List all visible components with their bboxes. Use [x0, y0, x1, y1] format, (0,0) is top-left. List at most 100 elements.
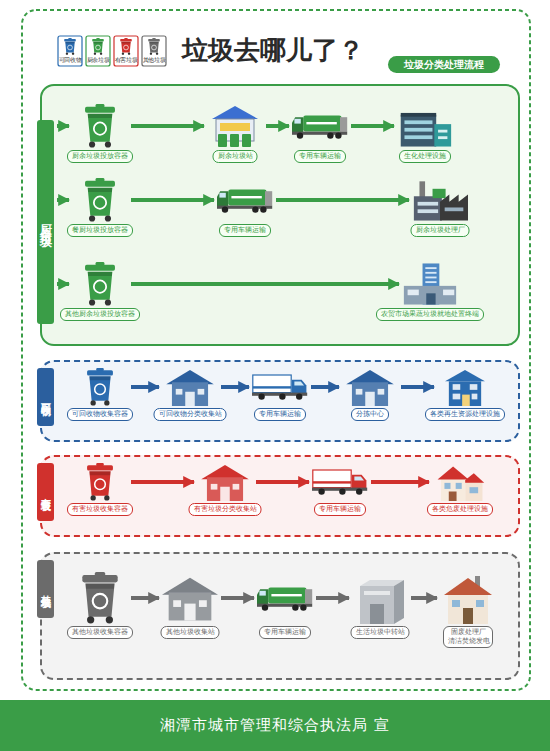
process-step: 有害垃圾分类收集站 [197, 463, 253, 517]
diagram-title: 垃圾去哪儿了？ [182, 33, 364, 68]
step-caption: 有害垃圾收集容器 [67, 503, 133, 516]
step-caption: 分拣中心 [351, 408, 389, 421]
category-badge [142, 36, 166, 66]
process-step: 有害垃圾收集容器 [72, 463, 128, 517]
waste-bin [85, 104, 115, 148]
flow-arrow [401, 385, 434, 389]
process-step: 专用车辆运输 [312, 463, 368, 517]
flow-arrow [131, 198, 214, 202]
step-caption: 可回收物分类收集站 [154, 408, 227, 421]
flow-arrow [256, 480, 309, 484]
step-caption: 厨余垃圾站 [213, 150, 258, 163]
section-tab: 有害垃圾 [37, 463, 54, 521]
process-step: 各类危废处理设施 [432, 463, 488, 517]
process-step: 各类再生资源处理设施 [437, 368, 493, 422]
recycling-facility [445, 370, 485, 406]
flow-arrow [131, 596, 159, 600]
step-caption: 各类危废处理设施 [427, 503, 493, 516]
waste-bin [85, 178, 115, 222]
step-caption: 餐厨垃圾投放容器 [67, 224, 133, 237]
process-step: 其他垃圾收集容器 [72, 572, 128, 640]
step-caption: 专用车辆运输 [259, 626, 311, 639]
flow-arrow [57, 282, 69, 286]
category-bin [148, 38, 160, 55]
step-caption: 专用车辆运输 [294, 150, 346, 163]
step-caption: 厨余垃圾处理厂 [411, 224, 470, 237]
process-step: 厨余垃圾处理厂 [412, 178, 468, 238]
category-bin [120, 38, 132, 55]
step-caption: 其他垃圾收集容器 [67, 626, 133, 639]
step-caption: 可回收物收集容器 [67, 408, 133, 421]
process-step: 其他垃圾收集站 [162, 572, 218, 640]
step-caption: 固废处理厂 清洁焚烧发电 [443, 626, 493, 648]
process-step: 其他厨余垃圾投放容器 [72, 262, 128, 322]
flow-arrow [266, 124, 289, 128]
step-caption: 农贸市场果蔬垃圾就地处置终端 [376, 308, 484, 321]
step-caption: 专用车辆运输 [254, 408, 306, 421]
garbage-truck [292, 116, 347, 139]
edge-group [57, 126, 437, 598]
box-truck [312, 470, 367, 495]
process-step: 专用车辆运输 [257, 572, 313, 640]
category-badge [58, 36, 82, 66]
step-caption: 专用车辆运输 [314, 503, 366, 516]
market-terminal [404, 263, 456, 304]
step-caption: 生活垃圾中转站 [351, 626, 410, 639]
outer-frame [22, 10, 530, 690]
process-step: 可回收物分类收集站 [162, 368, 218, 422]
footer-text: 湘潭市城市管理和综合执法局 宣 [160, 716, 390, 735]
section-tab: 厨余垃圾 [37, 120, 54, 324]
waste-bin [87, 463, 113, 501]
process-step: 餐厨垃圾投放容器 [72, 178, 128, 238]
transfer-station [360, 580, 404, 624]
step-caption: 有害垃圾分类收集站 [189, 503, 262, 516]
process-step: 专用车辆运输 [252, 368, 308, 422]
flow-arrow [276, 198, 409, 202]
process-step: 厨余垃圾站 [207, 104, 263, 164]
flow-arrow [411, 596, 437, 600]
flow-arrow [221, 596, 254, 600]
step-caption: 其他垃圾收集站 [161, 626, 220, 639]
category-panel: 可回收物可回收物收集容器可回收物分类收集站专用车辆运输分拣中心各类再生资源处理设… [40, 360, 520, 442]
flow-arrow [131, 124, 204, 128]
process-step: 生活垃圾中转站 [352, 572, 408, 640]
treatment-facility [401, 113, 451, 147]
flow-arrow [131, 385, 159, 389]
flow-arrow [131, 480, 194, 484]
category-label: 可回收物 [58, 56, 82, 64]
process-step: 农贸市场果蔬垃圾就地处置终端 [402, 262, 458, 322]
process-step: 厨余垃圾投放容器 [72, 104, 128, 164]
process-step: 固废处理厂 清洁焚烧发电 [440, 572, 496, 640]
flow-arrow [316, 596, 349, 600]
category-panel: 有害垃圾有害垃圾收集容器有害垃圾分类收集站专用车辆运输各类危废处理设施 [40, 455, 520, 537]
step-caption: 各类再生资源处理设施 [425, 408, 505, 421]
subtitle-badge: 垃圾分类处理流程 [388, 56, 500, 73]
collection-station [201, 465, 249, 501]
process-step: 专用车辆运输 [217, 178, 273, 238]
category-bin [64, 38, 76, 55]
footer-band: 湘潭市城市管理和综合执法局 宣 [0, 700, 550, 751]
garbage-truck [217, 190, 272, 213]
badge-text: 垃圾分类处理流程 [404, 58, 484, 72]
box-truck [252, 375, 307, 400]
sorting-center [346, 370, 394, 406]
process-step: 专用车辆运输 [292, 104, 348, 164]
category-panel: 厨余垃圾厨余垃圾投放容器厨余垃圾站专用车辆运输生化处理设施餐厨垃圾投放容器专用车… [40, 84, 520, 346]
flow-arrow [131, 282, 399, 286]
category-bin [92, 38, 104, 55]
flow-arrow [57, 198, 69, 202]
collection-station [162, 578, 218, 621]
category-badge [114, 36, 138, 66]
garbage-truck [257, 588, 312, 611]
category-panel: 其他垃圾其他垃圾收集容器其他垃圾收集站专用车辆运输生活垃圾中转站固废处理厂 清洁… [40, 552, 520, 680]
category-label: 其他垃圾 [142, 56, 166, 64]
category-label: 厨余垃圾 [86, 56, 110, 64]
flow-arrow [351, 124, 394, 128]
section-tab: 可回收物 [37, 368, 54, 426]
process-step: 分拣中心 [342, 368, 398, 422]
flow-arrow [221, 385, 249, 389]
waste-bin [87, 368, 113, 406]
section-tab: 其他垃圾 [37, 560, 54, 618]
incineration-plant [444, 576, 492, 624]
